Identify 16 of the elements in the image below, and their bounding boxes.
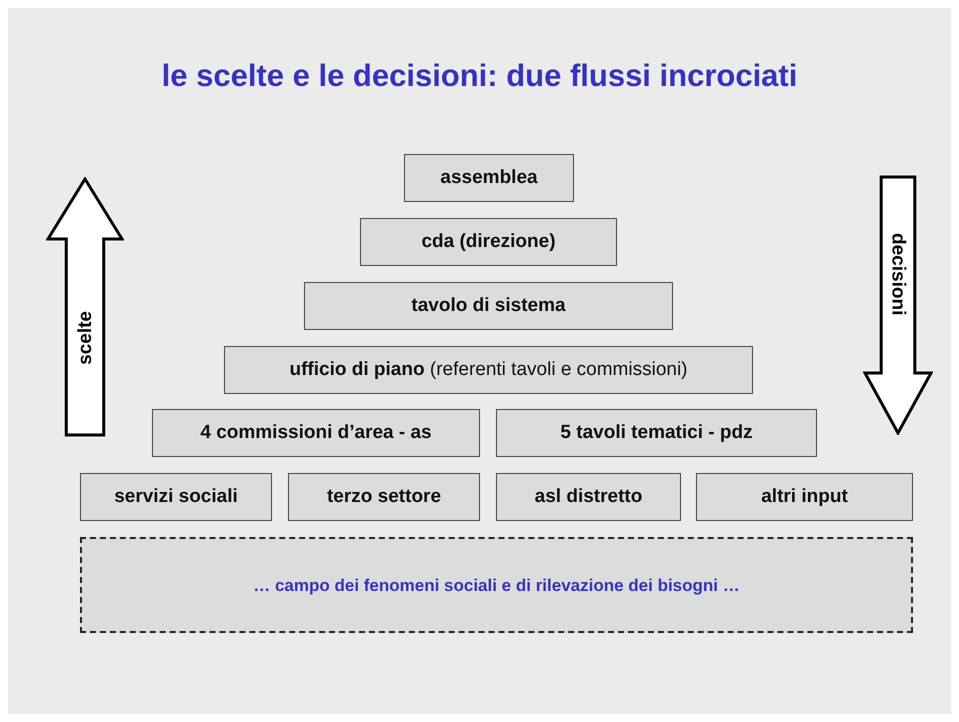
down-block-arrow bbox=[863, 175, 933, 435]
arrow-label: scelte bbox=[76, 311, 94, 365]
dashed-area-box: … campo dei fenomeni sociali e di rilevazione dei bisogni … bbox=[80, 537, 913, 633]
arrow-label: decisioni bbox=[888, 232, 908, 316]
level-box: ufficio di piano (referenti tavoli e commissioni) bbox=[224, 346, 753, 394]
level-box: terzo settore bbox=[288, 473, 480, 521]
level-box: 4 commissioni d’area - as bbox=[152, 409, 480, 457]
level-box: tavolo di sistema bbox=[304, 282, 673, 330]
slide-title: le scelte e le decisioni: due flussi incrociati bbox=[160, 58, 798, 94]
level-box: 5 tavoli tematici - pdz bbox=[496, 409, 817, 457]
up-block-arrow bbox=[46, 177, 124, 437]
level-box: cda (direzione) bbox=[360, 218, 617, 266]
level-box: altri input bbox=[696, 473, 913, 521]
level-box: asl distretto bbox=[496, 473, 681, 521]
level-box: servizi sociali bbox=[80, 473, 272, 521]
level-box: assemblea bbox=[404, 154, 574, 202]
